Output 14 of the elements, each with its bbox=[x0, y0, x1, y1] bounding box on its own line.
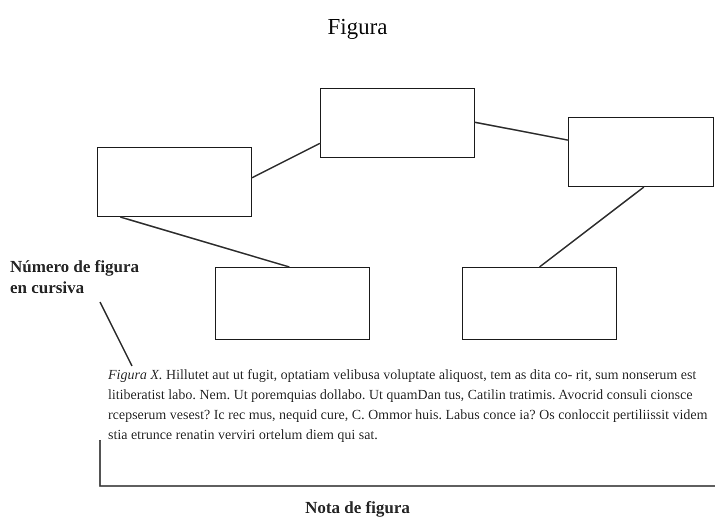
connector-line bbox=[474, 122, 568, 141]
figure-title: Figura bbox=[326, 14, 389, 40]
rectangle-box bbox=[568, 117, 714, 187]
leader-line bbox=[99, 302, 133, 366]
connector-line bbox=[120, 216, 290, 268]
connector-line bbox=[252, 142, 320, 179]
rectangle-box bbox=[215, 267, 370, 340]
rectangle-box bbox=[320, 88, 475, 158]
callout-text: Número de figura en cursiva bbox=[10, 256, 160, 298]
rectangle-box bbox=[462, 267, 617, 340]
connector-line bbox=[539, 186, 644, 268]
figure-caption: Figura X. Hillutet aut ut fugit, optatiam velibusa voluptate aliquost, tem as dita co- rit, sum nonserum est litiberatist labo. Nem. Ut poremquias dollabo. Ut quamDan tus, Catilin tratimis. Avocrid consuli cionsce rcepserum vesest? Ic rec mus, nequid cure, C. Ommor huis. Labus conce ia? Os conloccit pertiliissit videm stia etrunce renatin verviri ortelum diem qui sat. bbox=[108, 366, 708, 446]
note-label: Nota de figura bbox=[304, 498, 411, 518]
rectangle-box bbox=[97, 147, 252, 217]
